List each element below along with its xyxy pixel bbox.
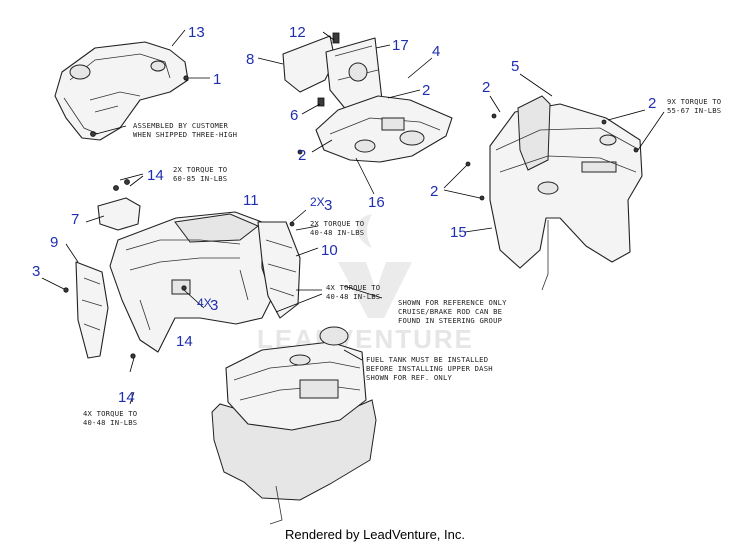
note-reference-line2: CRUISE/BRAKE ROD CAN BE [398, 307, 502, 316]
callout-6: 6 [290, 107, 298, 124]
callout-4: 4 [432, 43, 440, 60]
note-2x-torque-4048-line2: 40-48 IN-LBS [310, 228, 364, 237]
callout-14-center: 14 [176, 333, 193, 350]
note-9x-torque-line1: 9X TORQUE TO [667, 97, 721, 106]
leader-lines [41, 29, 665, 405]
upper-dash-cover [54, 41, 189, 141]
callout-16: 16 [368, 194, 385, 211]
callout-numbers: 13 1 8 12 17 4 2 6 2 16 5 2 2 2 15 14 7 … [32, 24, 656, 406]
callout-2-console-right: 2 [648, 95, 656, 112]
callout-14-lower: 14 [118, 389, 135, 406]
callout-12: 12 [289, 24, 306, 41]
assembly-notes: ASSEMBLED BY CUSTOMER WHEN SHIPPED THREE… [83, 97, 721, 427]
note-4x-torque-left-line2: 40-48 IN-LBS [83, 418, 137, 427]
callout-8: 8 [246, 51, 254, 68]
left-side-panel [75, 261, 109, 359]
callout-5: 5 [511, 58, 519, 75]
upper-bracket-assembly [282, 32, 383, 113]
callout-3-right: 3 [324, 197, 332, 214]
callout-13: 13 [188, 24, 205, 41]
main-body-shroud [109, 211, 273, 353]
callout-9: 9 [50, 234, 58, 251]
callout-15: 15 [450, 224, 467, 241]
note-4x-torque-right-line2: 40-48 IN-LBS [326, 292, 380, 301]
small-bracket [97, 179, 141, 231]
note-2x-torque-6085-line1: 2X TORQUE TO [173, 165, 227, 174]
note-2x-torque-6085-line2: 60-85 IN-LBS [173, 174, 227, 183]
note-reference-line3: FOUND IN STEERING GROUP [398, 316, 502, 325]
callout-2-top-center: 2 [422, 82, 430, 99]
callout-2x-label: 2X [310, 195, 325, 209]
note-4x-torque-right-line1: 4X TORQUE TO [326, 283, 380, 292]
note-assembled-line2: WHEN SHIPPED THREE-HIGH [133, 130, 237, 139]
callout-2-console-left: 2 [430, 183, 438, 200]
note-fuel-line1: FUEL TANK MUST BE INSTALLED [366, 355, 488, 364]
note-fuel-line3: SHOWN FOR REF. ONLY [366, 373, 452, 382]
callout-2-floor-plate: 2 [298, 147, 306, 164]
callout-3-center: 3 [210, 297, 218, 314]
callout-14-upper: 14 [147, 167, 164, 184]
floor-plate [315, 95, 453, 163]
hardware-fasteners [63, 75, 639, 359]
footer-credit: Rendered by LeadVenture, Inc. [285, 527, 465, 542]
callout-7: 7 [71, 211, 79, 228]
callout-10: 10 [321, 242, 338, 259]
note-fuel-line2: BEFORE INSTALLING UPPER DASH [366, 364, 493, 373]
lower-dash-console [489, 95, 643, 291]
note-4x-torque-left-line1: 4X TORQUE TO [83, 409, 137, 418]
callout-17: 17 [392, 37, 409, 54]
note-assembled-line1: ASSEMBLED BY CUSTOMER [133, 121, 229, 130]
callout-4x-label: 4X [197, 296, 212, 310]
callout-3-left: 3 [32, 263, 40, 280]
callout-2-console-top: 2 [482, 79, 490, 96]
note-2x-torque-4048-line1: 2X TORQUE TO [310, 219, 364, 228]
note-reference-line1: SHOWN FOR REFERENCE ONLY [398, 298, 507, 307]
note-9x-torque-line2: 55-67 IN-LBS [667, 106, 721, 115]
callout-11: 11 [243, 192, 259, 209]
fuel-tank-assembly [211, 326, 377, 525]
right-side-panel [257, 221, 301, 319]
callout-1: 1 [213, 71, 221, 88]
